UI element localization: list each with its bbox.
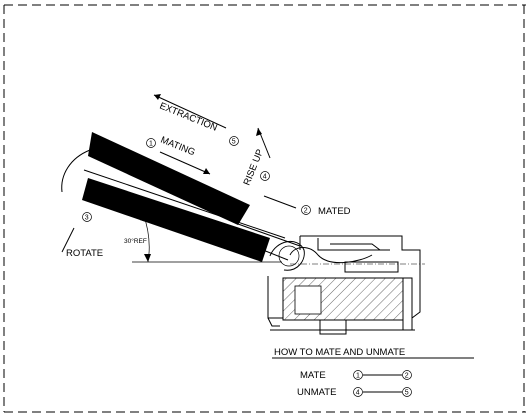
mating-label: MATING [159,135,197,159]
rotate-step: 3 [85,215,89,222]
rise-up-label: RISE UP [242,148,266,187]
legend-unmate-to: 5 [405,390,409,397]
drawing-frame [3,4,526,413]
extraction-step: 5 [232,139,236,146]
mating-legend: HOW TO MATE AND UNMATE MATE 1 2 UNMATE 4… [272,347,474,398]
actuator-tip [269,241,305,271]
rotate-label: ROTATE [66,248,103,259]
legend-mate-from: 1 [356,373,360,380]
rotate-annotation: 3 ROTATE [61,212,103,259]
legend-title: HOW TO MATE AND UNMATE [274,347,405,358]
extraction-label: EXTRACTION [158,101,219,134]
cable-bottom-conductor [82,178,270,262]
mating-step: 1 [149,141,153,148]
fpc-cable [61,132,301,262]
legend-unmate-label: UNMATE [297,387,336,398]
mated-step: 2 [304,208,308,215]
legend-unmate-from: 4 [356,390,360,397]
legend-mate-to: 2 [405,373,409,380]
connector-housing [267,235,425,335]
cable-top-conductor [88,132,250,225]
angle-reference: 30°REF [124,212,282,263]
rise-up-step: 4 [263,174,267,181]
mated-label: MATED [318,206,351,217]
angle-ref-label: 30°REF [124,237,147,245]
mated-annotation: 2 MATED [263,195,351,217]
legend-mate-label: MATE [300,370,326,381]
rise-up-annotation: RISE UP 4 [242,127,271,187]
